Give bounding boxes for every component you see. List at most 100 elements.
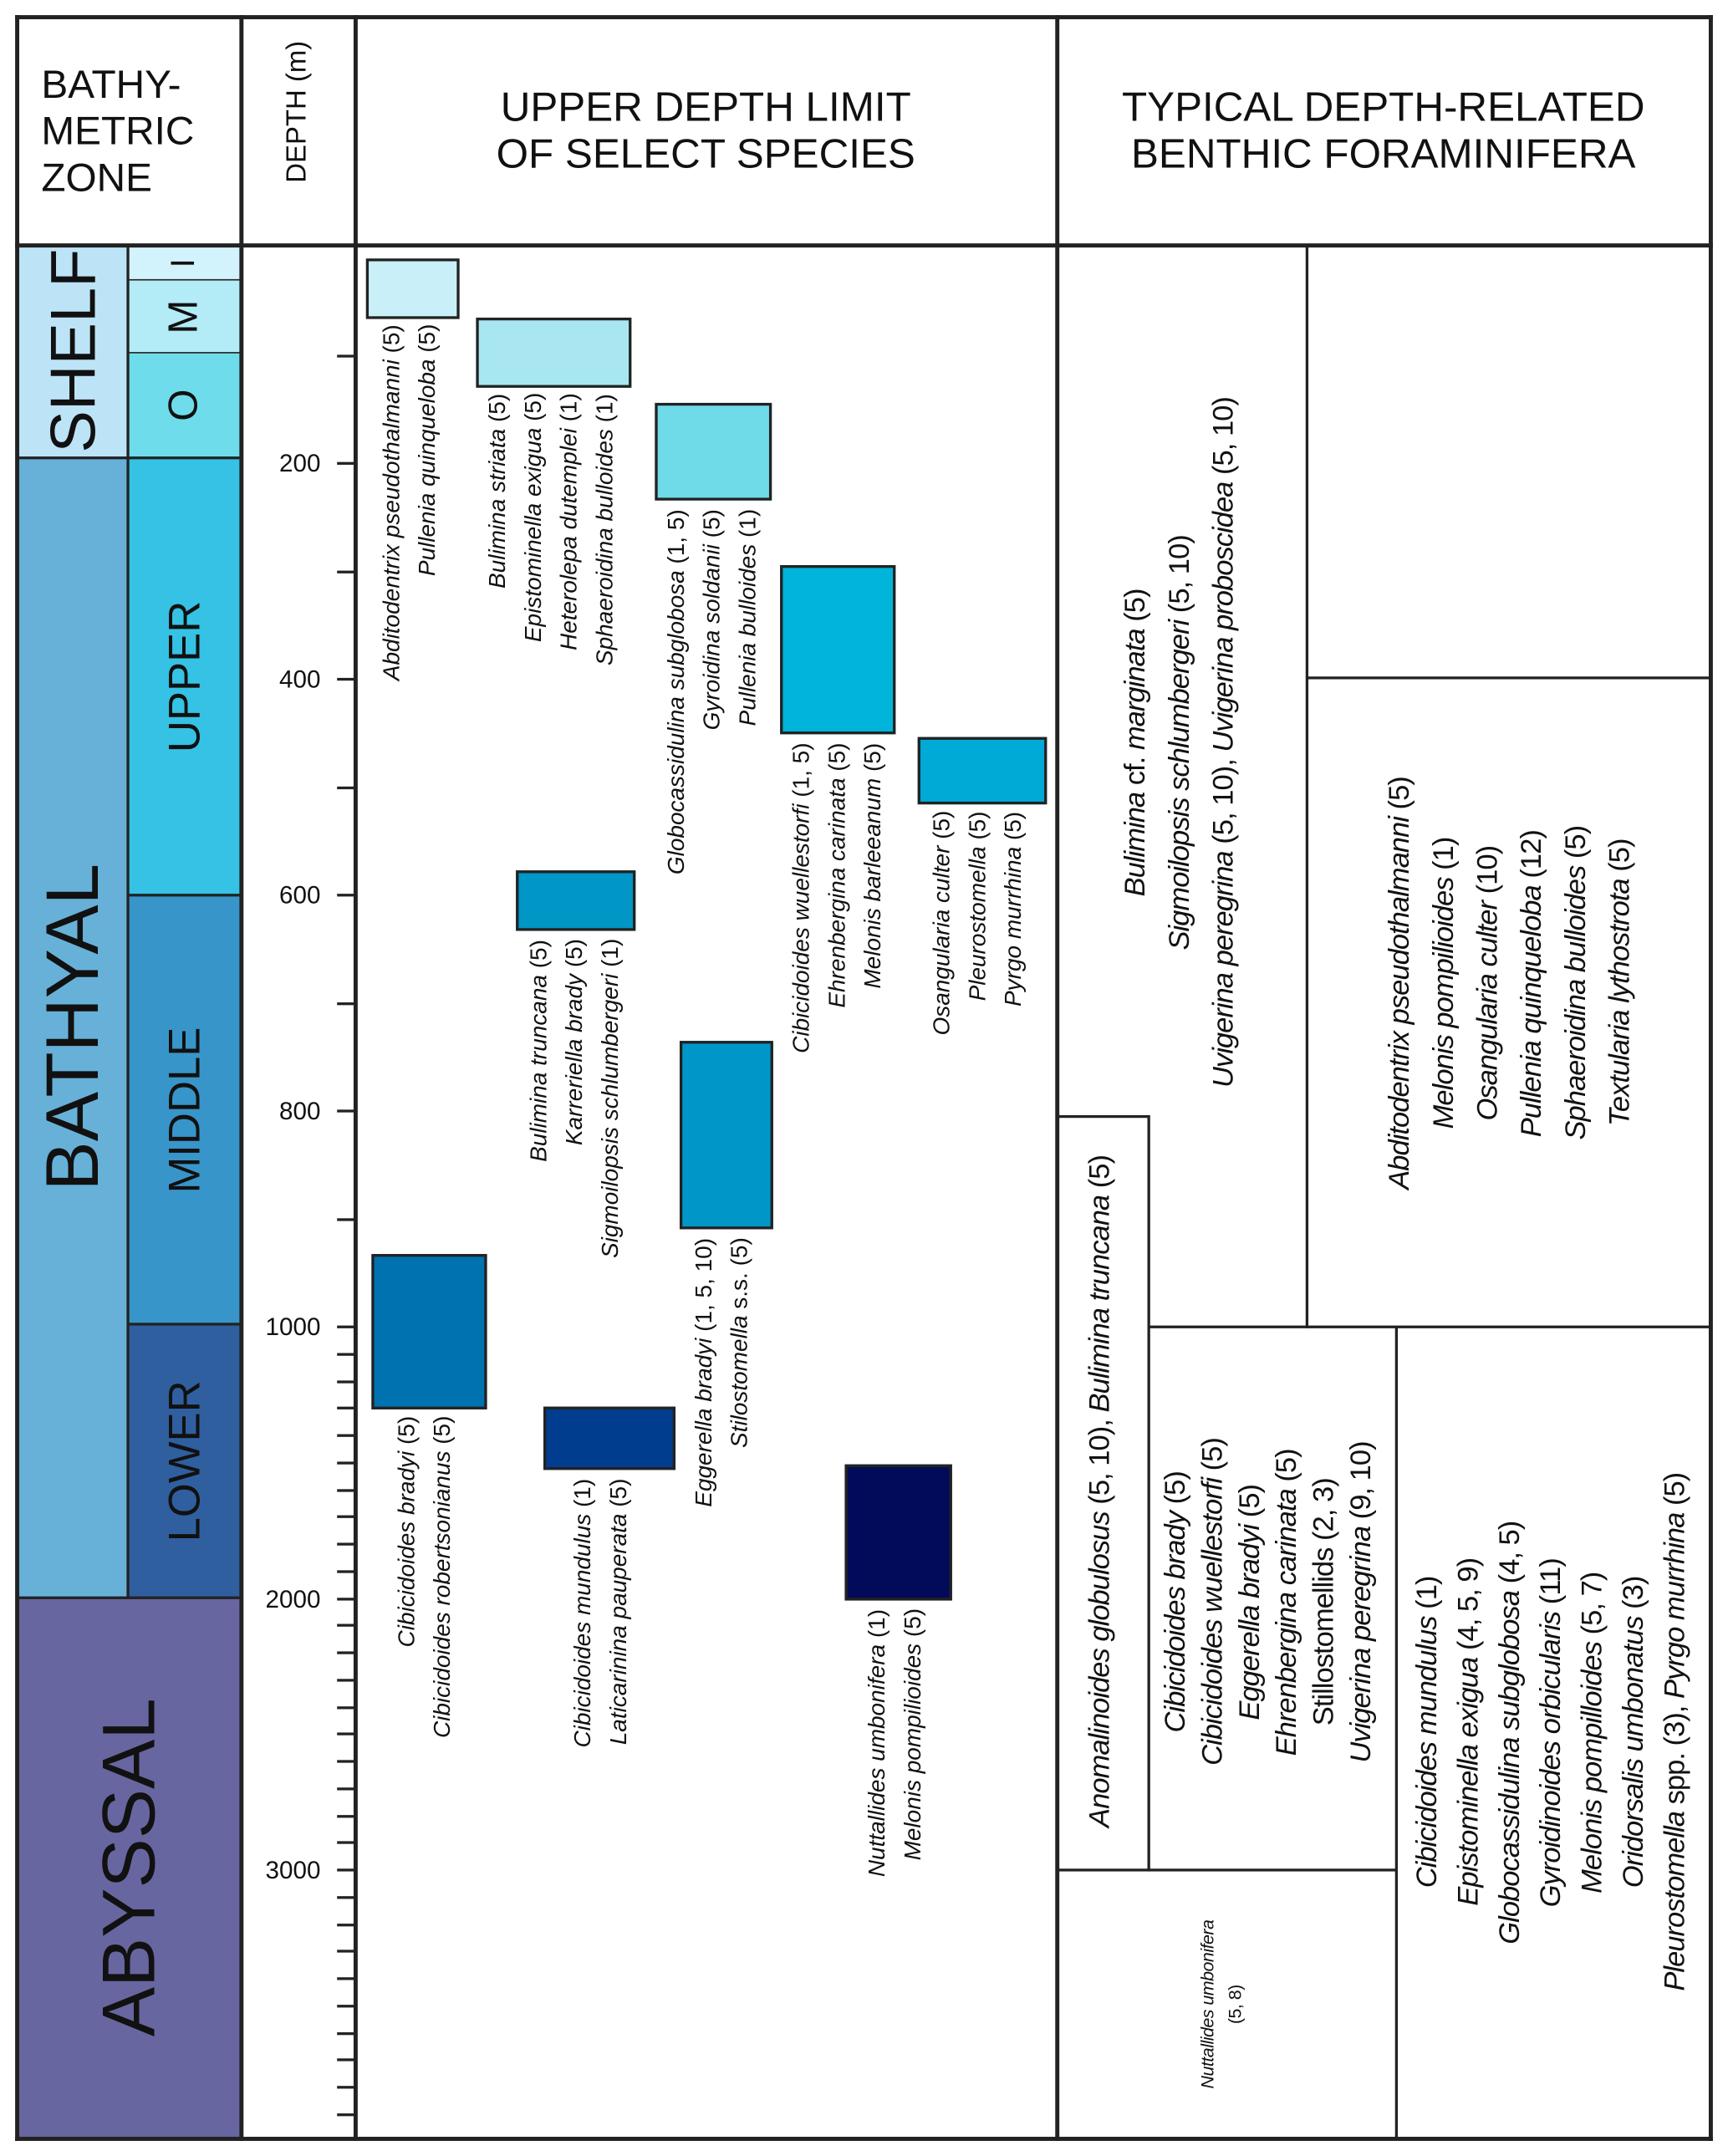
depth-range-box (780, 565, 896, 735)
reference-text: (1) (555, 393, 583, 429)
species-entry: Uvigerina peregrina (9, 10) (1343, 1333, 1379, 1869)
species-entry: Epistominella exigua (5) (516, 393, 552, 833)
typical-lower-abyssal-list: Cibicidoides mundulus (1)Epistominella e… (1408, 1409, 1697, 2056)
header-bathymetric-zone: BATHY- METRIC ZONE (41, 63, 195, 201)
zone-shelf-inner-label: I (165, 257, 202, 268)
species-labels: Cibicidoides bradyi (5)Cibicidoides robe… (390, 1416, 461, 1856)
reference-text: (5) (561, 939, 588, 975)
reference-text: (5) (1603, 839, 1636, 880)
taxon-name: Nuttallides umbonifera (864, 1644, 890, 1877)
taxon-name: Eggerella bradyi (1234, 1524, 1267, 1720)
depth-tick (337, 1841, 355, 1845)
reference-text: (5) (393, 1416, 420, 1452)
depth-tick (337, 1814, 355, 1817)
species-labels: Osangularia culter (5)Pleurostomella (5)… (925, 811, 1032, 1127)
reference-text: (5, 10), (1207, 752, 1240, 852)
reference-text: (5) (1160, 1471, 1192, 1511)
reference-text: (1) (734, 508, 762, 544)
zone-middle-label: MIDDLE (159, 1026, 209, 1193)
taxon-name: Melonis barleeanum (859, 777, 886, 988)
reference-text: cf. (1119, 749, 1152, 793)
taxon-name: Pullenia quinqueloba (414, 359, 441, 577)
depth-tick (337, 1705, 355, 1709)
species-entry: Cibicidoides mundulus (1) (565, 1478, 601, 1863)
taxon-name: Gyroidinoides orbicularis (1535, 1611, 1567, 1907)
taxon-name: Anomalinoides globulosus (1083, 1511, 1116, 1828)
species-entry: Ehrenbergina carinata (5) (820, 742, 856, 1196)
reference-text: (1) (597, 939, 624, 975)
species-entry: (5, 8) (1221, 1873, 1249, 2137)
reference-text: Stillostomellids (2, 3) (1308, 1478, 1340, 1726)
depth-tick (337, 1977, 355, 1980)
depth-tick-label: 3000 (265, 1856, 321, 1884)
taxon-name: Osangularia culter (1471, 900, 1504, 1121)
reference-text: (12) (1516, 829, 1548, 885)
species-entry: Sphaeroidina bulloides (1) (588, 393, 624, 833)
depth-tick (337, 1651, 355, 1654)
species-entry: Osangularia culter (10) (1466, 687, 1511, 1278)
species-entry: Sigmoilopsis schlumbergeri (1) (593, 939, 629, 1379)
depth-tick (337, 354, 355, 357)
reference-text: (5) (484, 393, 511, 429)
species-entry: Pyrgo murrhina (5) (996, 811, 1032, 1127)
typical-divider (1056, 1114, 1149, 1119)
species-entry: Heterolepa dutemplei (1) (552, 393, 588, 833)
zone-abyssal: ABYSSAL (16, 1598, 241, 2138)
taxon-name: Abditodentrix pseudothalmanni (378, 359, 405, 681)
reference-text: (4, 5) (1494, 1521, 1527, 1591)
typical-divider (1147, 1114, 1150, 1872)
taxon-name: Globocassidulina subglobosa (663, 569, 690, 874)
zone-shelf: SHELF (16, 244, 129, 458)
depth-tick (337, 1760, 355, 1763)
taxon-name: Globocassidulina subglobosa (1494, 1590, 1527, 1944)
species-entry: Eggerella bradyi (5) (1231, 1333, 1268, 1869)
reference-text: (5) (414, 324, 441, 360)
typical-lower-bathyal-list: Cibicidoides brady (5)Cibicidoides wuell… (1157, 1333, 1380, 1869)
reference-text: (5) (1119, 589, 1152, 629)
depth-tick (337, 2004, 355, 2007)
species-entry: Osangularia culter (5) (925, 811, 961, 1127)
taxon-name: Eggerella bradyi (691, 1338, 717, 1507)
reference-text: (1, 5) (788, 742, 815, 804)
reference-text: (5) (859, 742, 886, 778)
reference-text: (5) (900, 1608, 926, 1644)
reference-text: (1) (1411, 1577, 1444, 1617)
taxon-name: Pyrgo murrhina (1659, 1513, 1691, 1700)
species-entry: Nuttallides umbonifera (1194, 1873, 1221, 2137)
depth-tick (337, 1868, 355, 1872)
reference-text: (5, 7) (1576, 1572, 1608, 1642)
depth-tick-label: 200 (278, 449, 321, 477)
reference-text: (5, 10) (1164, 535, 1196, 620)
species-entry: Cibicidoides bradyi (5) (390, 1416, 426, 1856)
depth-tick (337, 1353, 355, 1356)
depth-tick (337, 1950, 355, 1954)
depth-range-box (365, 258, 460, 319)
depth-range-box (371, 1254, 487, 1409)
reference-text: (1) (591, 393, 618, 429)
taxon-name: Pleurostomella (1659, 1812, 1691, 1992)
species-entry: Pleurostomella (5) (961, 811, 997, 1127)
species-entry: Gyroidina soldanii (5) (695, 509, 731, 963)
taxon-name: Laticarinina pauperata (605, 1513, 632, 1745)
taxon-name: Sphaeroidina bulloides (591, 428, 618, 665)
taxon-name: Cibicidoides mundulus (569, 1513, 596, 1747)
depth-tick (337, 1488, 355, 1491)
outer-border-right (1708, 15, 1713, 2141)
depth-tick (337, 1002, 355, 1005)
species-labels: Bulimina striata (5)Epistominella exigua… (480, 393, 623, 833)
taxon-name: Bulimina (1119, 792, 1152, 897)
depth-tick (337, 2058, 355, 2062)
reference-text: (5, 10) (1207, 397, 1240, 482)
zone-line (128, 278, 241, 281)
reference-text: (10) (1471, 845, 1504, 901)
typical-abyssal-small-list: Nuttallides umbonifera(5, 8) (1194, 1873, 1249, 2137)
taxon-name: Sigmoilopsis schlumbergeri (1164, 619, 1196, 951)
zone-shelf-middle-label: M (161, 299, 206, 334)
zone-shelf-outer-label: O (161, 390, 206, 422)
species-labels: Bulimina truncana (5)Karreriella brady (… (522, 939, 629, 1379)
typical-divider (1394, 1327, 1399, 2138)
species-entry: Oridorsalis umbonatus (3) (1613, 1409, 1654, 2056)
depth-tick (337, 1407, 355, 1410)
depth-range-box (655, 402, 772, 501)
species-entry: Melonis pompilloides (5, 7) (1573, 1409, 1613, 2056)
